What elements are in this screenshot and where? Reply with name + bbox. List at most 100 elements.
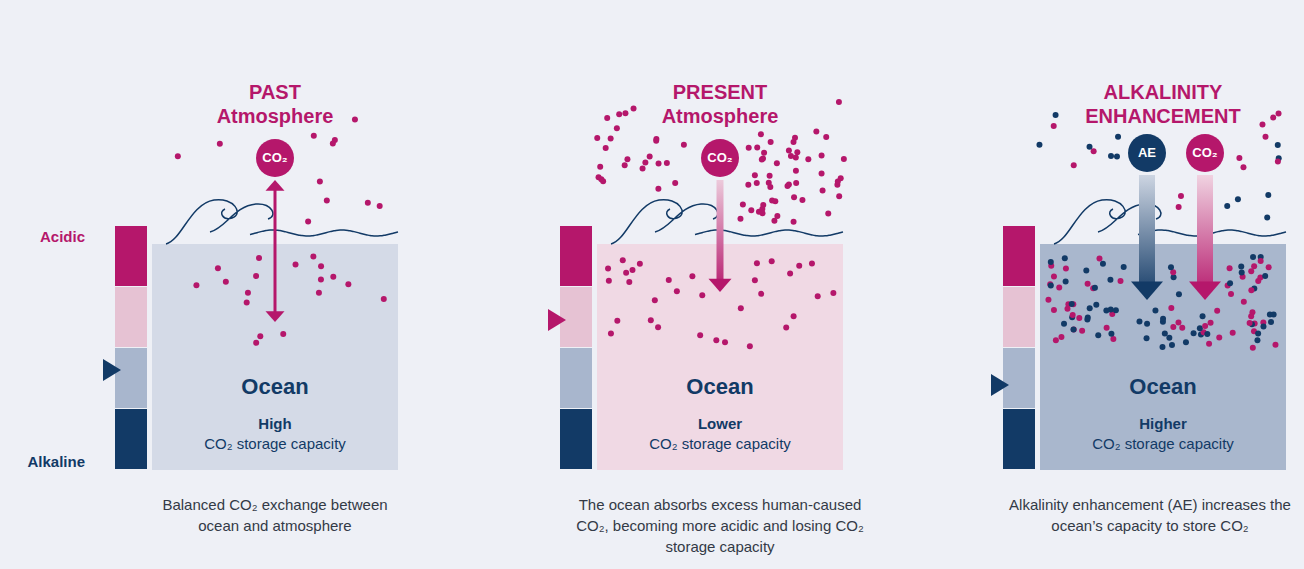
molecule-dot xyxy=(1162,330,1168,336)
molecule-dot xyxy=(674,288,680,294)
molecule-dot xyxy=(1176,204,1182,210)
molecule-dot xyxy=(1076,315,1082,321)
arrow-shaft xyxy=(274,190,277,312)
molecule-dot xyxy=(1114,153,1120,159)
molecule-dot xyxy=(774,160,780,166)
molecule-dot xyxy=(774,213,780,219)
circle-label: CO₂ xyxy=(707,150,732,166)
arrow-head xyxy=(1131,281,1163,300)
molecule-dot xyxy=(648,317,654,323)
ph-scale-segment xyxy=(560,226,592,286)
molecule-dot xyxy=(606,278,612,284)
molecule-dot xyxy=(330,140,336,146)
molecule-dot xyxy=(748,207,754,213)
arrow-shaft xyxy=(1197,175,1213,282)
molecule-dot xyxy=(1254,337,1260,343)
molecule-dot xyxy=(666,277,672,283)
molecule-dot xyxy=(752,277,758,283)
molecule-dot xyxy=(722,339,728,345)
molecule-dot xyxy=(605,265,611,271)
molecule-dot xyxy=(1121,264,1127,270)
molecule-dot xyxy=(1071,326,1077,332)
molecule-dot xyxy=(1183,339,1189,345)
ocean-title: Ocean xyxy=(1129,374,1196,400)
ocean-box: OceanHighCO₂ storage capacity xyxy=(152,244,398,470)
molecule-dot xyxy=(316,290,322,296)
molecule-dot xyxy=(823,134,829,140)
molecule-dot xyxy=(1260,323,1266,329)
molecule-dot xyxy=(799,197,805,203)
molecule-dot xyxy=(1216,334,1222,340)
molecule-dot xyxy=(1103,307,1109,313)
molecule-dot xyxy=(1248,313,1254,319)
molecule-dot xyxy=(1048,259,1054,265)
molecule-dot xyxy=(244,299,250,305)
molecule-dot xyxy=(1056,285,1062,291)
molecule-dot xyxy=(1100,261,1106,267)
molecule-dot xyxy=(793,180,799,186)
molecule-dot xyxy=(1270,115,1276,121)
molecule-dot xyxy=(1113,307,1119,313)
molecule-dot xyxy=(653,138,659,144)
molecule-dot xyxy=(1144,335,1150,341)
molecule-dot xyxy=(352,116,358,122)
molecule-dot xyxy=(1202,323,1208,329)
molecule-dot xyxy=(754,260,760,266)
molecule-dot xyxy=(783,324,789,330)
molecule-dot xyxy=(1092,285,1098,291)
molecule-dot xyxy=(1063,279,1069,285)
molecule-dot xyxy=(1251,263,1257,269)
circle-fill xyxy=(1128,134,1166,172)
capacity-text: Lower xyxy=(698,414,742,434)
molecule-dot xyxy=(1091,148,1097,154)
molecule-dot xyxy=(1096,255,1102,261)
ph-scale-segment xyxy=(1003,287,1035,347)
molecule-dot xyxy=(1272,342,1278,348)
molecule-dot xyxy=(737,216,743,222)
molecule-dot xyxy=(1235,196,1241,202)
molecule-dot xyxy=(614,125,620,131)
molecule-dot xyxy=(761,150,767,156)
molecule-dot xyxy=(622,162,628,168)
molecule-dot xyxy=(768,139,774,145)
molecule-dot xyxy=(377,203,383,209)
molecule-dot xyxy=(175,153,181,159)
molecule-dot xyxy=(758,131,764,137)
molecule-dot xyxy=(256,255,262,261)
molecule-dot xyxy=(608,331,614,337)
molecule-dot xyxy=(381,296,387,302)
ph-scale-segment xyxy=(115,348,147,408)
molecule-dot xyxy=(1108,331,1114,337)
molecule-dot xyxy=(193,282,199,288)
molecule-dot xyxy=(1239,270,1245,276)
arrow-shaft xyxy=(1139,175,1155,282)
molecule-dot xyxy=(1168,264,1174,270)
molecule-dot xyxy=(1175,319,1181,325)
molecule-dot xyxy=(759,156,765,162)
molecule-dot xyxy=(614,318,620,324)
capacity-text: CO₂ storage capacity xyxy=(1092,434,1234,454)
molecule-dot xyxy=(1191,330,1197,336)
molecule-dot xyxy=(794,149,800,155)
molecule-dot xyxy=(324,198,330,204)
molecule-dot xyxy=(1238,264,1244,270)
molecule-dot xyxy=(1087,305,1093,311)
ocean-title: Ocean xyxy=(241,374,308,400)
molecule-dot xyxy=(819,171,825,177)
molecule-dot xyxy=(310,254,316,260)
molecule-dot xyxy=(819,153,825,159)
molecule-dot xyxy=(1250,254,1256,260)
molecule-dot xyxy=(1069,301,1075,307)
molecule-dot xyxy=(623,270,629,276)
molecule-dot xyxy=(745,182,751,188)
wave-crest xyxy=(166,200,273,244)
molecule-dot xyxy=(1265,192,1271,198)
molecule-dot xyxy=(1051,123,1057,129)
molecule-dot xyxy=(597,164,603,170)
molecule-dot xyxy=(253,340,259,346)
molecule-dot xyxy=(1240,164,1246,170)
ocean-box: OceanLowerCO₂ storage capacity xyxy=(597,244,843,470)
molecule-dot xyxy=(1045,297,1051,303)
molecule-dot xyxy=(791,139,797,145)
